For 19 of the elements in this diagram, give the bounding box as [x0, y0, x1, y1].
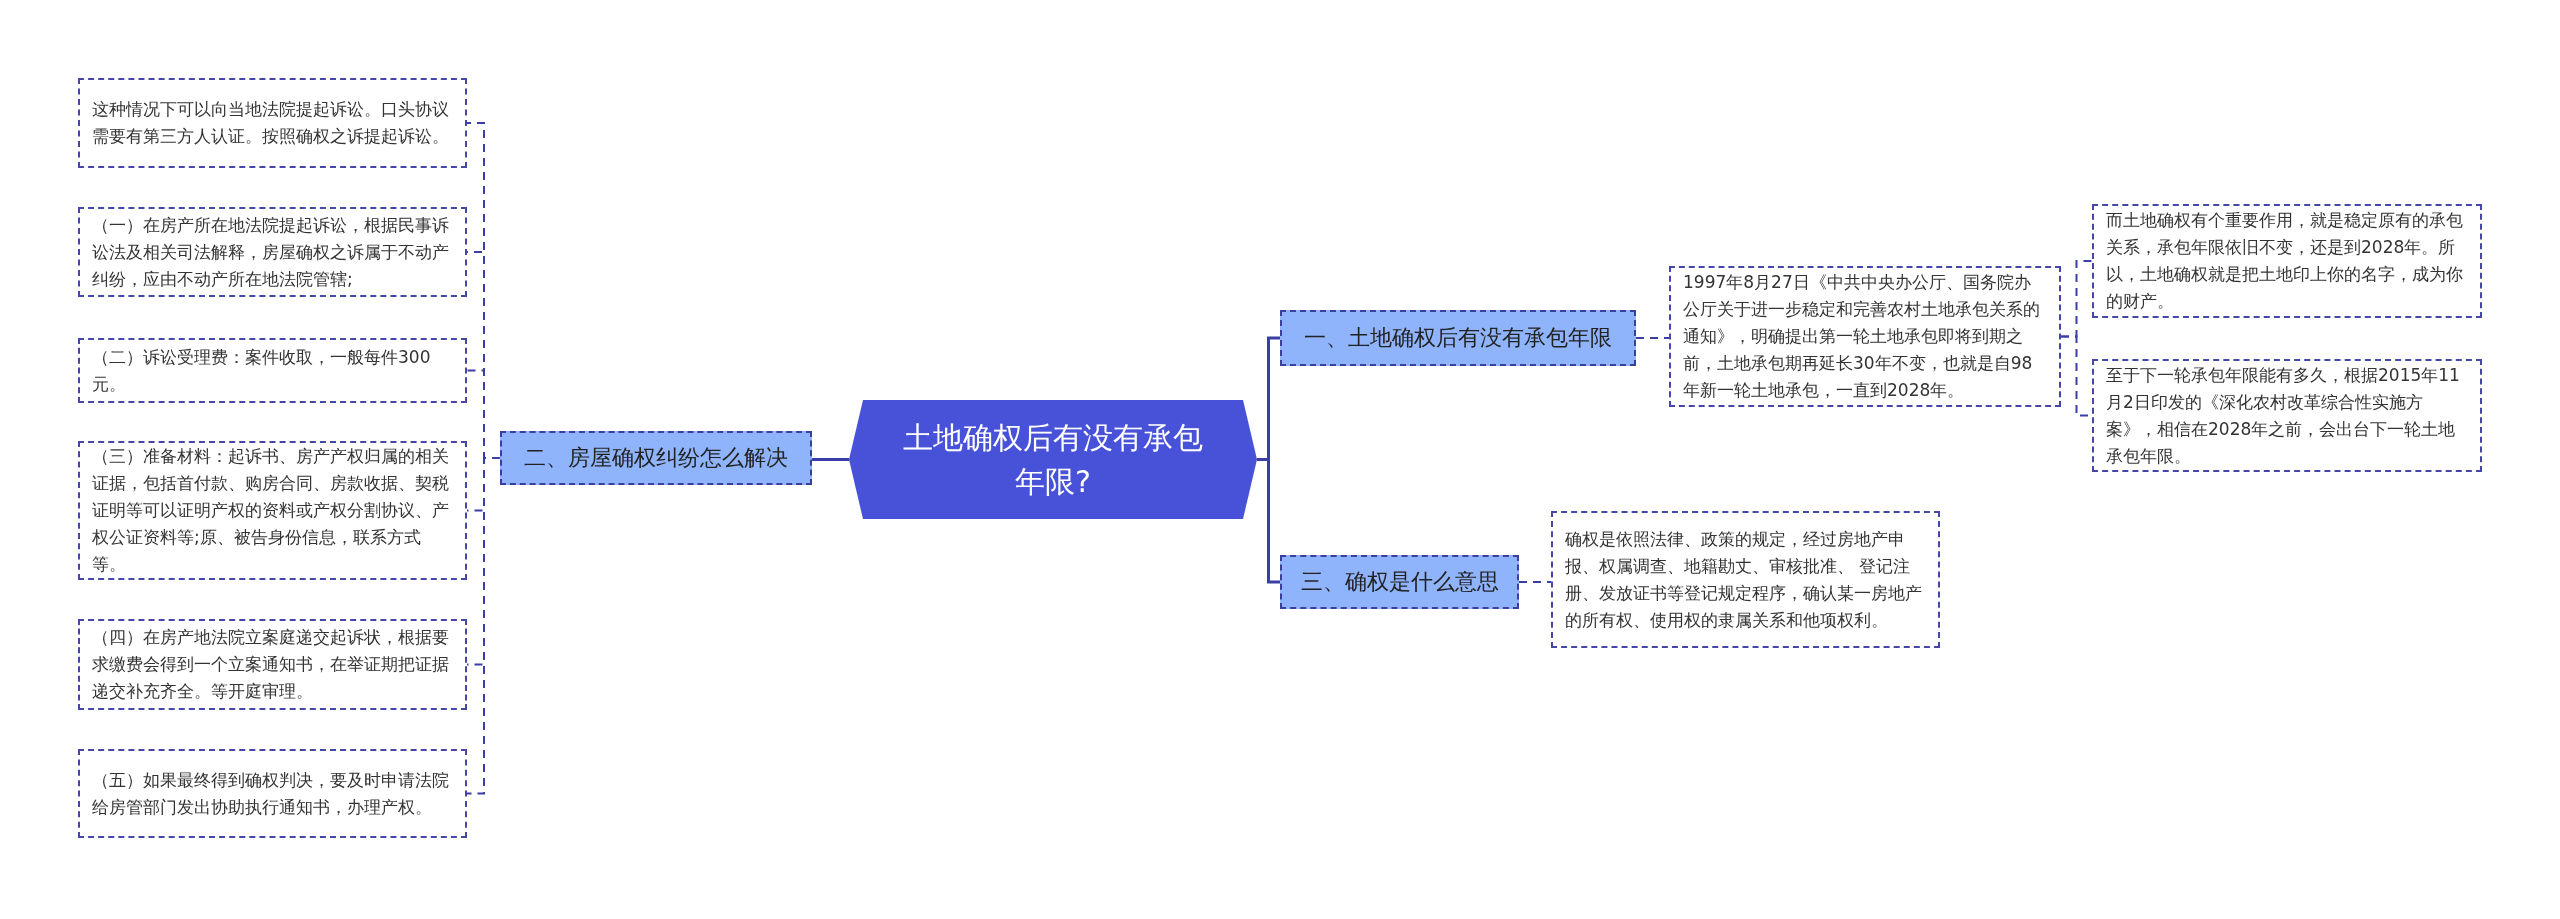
topic-box: 三、确权是什么意思	[1280, 555, 1519, 609]
text-box: （三）准备材料：起诉书、房产产权归属的相关证据，包括首付款、购房合同、房款收据、契税证明等可以证明产权的资料或产权分割协议、产权公证资料等;原、被告身份信息，联系方式等。	[78, 441, 467, 580]
text-box: （四）在房产地法院立案庭递交起诉状，根据要求缴费会得到一个立案通知书，在举证期把证据递交补充齐全。等开庭审理。	[78, 619, 467, 710]
connector-line	[1518, 581, 1552, 583]
connector-line	[1257, 458, 1280, 584]
text-box: （二）诉讼受理费：案件收取，一般每件300元。	[78, 338, 467, 403]
text-box: 确权是依照法律、政策的规定，经过房地产申报、权属调查、地籍勘丈、审核批准、 登记注册、发放证书等登记规定程序，确认某一房地产的所有权、使用权的隶属关系和他项权利。	[1551, 511, 1940, 648]
topic-box: 一、土地确权后有没有承包年限	[1280, 310, 1636, 366]
central-topic-hexagon: 土地确权后有没有承包年限?	[849, 400, 1257, 519]
connector-line	[466, 457, 501, 795]
text-box: 这种情况下可以向当地法院提起诉讼。口头协议需要有第三方人认证。按照确权之诉提起诉讼。	[78, 78, 467, 168]
topic-box: 二、房屋确权纠纷怎么解决	[500, 431, 812, 485]
text-box: 至于下一轮承包年限能有多久，根据2015年11月2日印发的《深化农村改革综合性实施方案》，相信在2028年之前，会出台下一轮土地承包年限。	[2092, 359, 2482, 472]
text-box: （一）在房产所在地法院提起诉讼，根据民事诉讼法及相关司法解释，房屋确权之诉属于不动产纠纷，应由不动产所在地法院管辖;	[78, 207, 467, 297]
text-box: 而土地确权有个重要作用，就是稳定原有的承包关系，承包年限依旧不变，还是到2028年。所以，土地确权就是把土地印上你的名字，成为你的财产。	[2092, 204, 2482, 318]
connector-line	[812, 458, 849, 461]
text-box: 1997年8月27日《中共中央办公厅、国务院办公厅关于进一步稳定和完善农村土地承包关系的通知》，明确提出第一轮土地承包即将到期之前，土地承包期再延长30年不变，也就是自98年新一轮土地承包，一直到2028年。	[1669, 266, 2061, 407]
text-box: （五）如果最终得到确权判决，要及时申请法院给房管部门发出协助执行通知书，办理产权。	[78, 749, 467, 838]
connector-line	[1635, 337, 1670, 339]
